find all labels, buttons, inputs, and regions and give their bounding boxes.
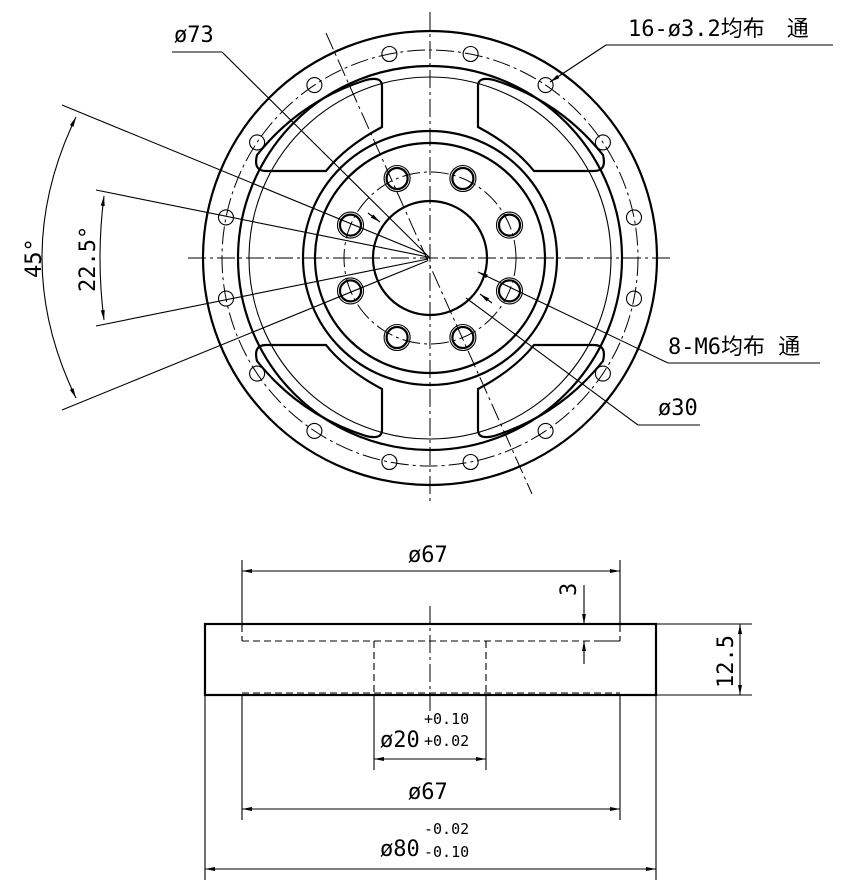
- thickness-label: 12.5: [714, 635, 739, 688]
- m6-hole-thread: [336, 277, 365, 305]
- m6-hole: [497, 279, 522, 303]
- spoke-window-top-right: [476, 77, 606, 173]
- outer-hole: [537, 77, 554, 94]
- phi67-top-label: ø67: [408, 543, 448, 568]
- top-view: ø73 16-ø3.2均布 通 45° 22.5° 8-M6均布 通 ø30: [22, 12, 833, 505]
- phi30-label: ø30: [658, 396, 698, 421]
- outer-hole: [381, 453, 398, 471]
- phi73-label: ø73: [174, 23, 214, 48]
- m6-hole: [451, 325, 475, 350]
- outer-hole: [537, 422, 554, 439]
- phi67-bottom-label: ø67: [408, 780, 448, 805]
- m6-hole-thread: [383, 323, 411, 352]
- m6-hole: [385, 166, 409, 191]
- phi30-leader-line: [465, 297, 639, 426]
- m6-hole-thread: [383, 164, 411, 193]
- spoke-window-bottom-right: [476, 343, 606, 439]
- m6-leader-line: [477, 271, 669, 364]
- m6-hole: [385, 325, 409, 350]
- spoke-window-top-left: [254, 77, 384, 173]
- side-view: ø67 3 12.5 ø20 +0.10 +0.02 ø67 ø80 -0.02…: [203, 543, 752, 880]
- holes16-label: 16-ø3.2均布 通: [628, 17, 809, 42]
- m6-hole: [451, 166, 475, 191]
- depth3-label: 3: [557, 583, 582, 596]
- diagonal-center-line: [325, 32, 533, 495]
- phi80-tol-upper: -0.02: [424, 820, 469, 838]
- angle22-extension-upper: [95, 189, 429, 258]
- outer-hole: [306, 422, 323, 439]
- outer-hole: [594, 134, 611, 151]
- spoke-window-bottom-left: [254, 343, 384, 439]
- angle45-label: 45°: [22, 238, 47, 278]
- angle22-arc: [99, 195, 105, 321]
- m6-hole: [338, 279, 363, 303]
- m6-holes-8: [336, 164, 524, 352]
- outer-hole: [594, 365, 611, 382]
- outer-hole: [249, 365, 266, 382]
- outer-holes-16: [217, 45, 643, 471]
- phi30-arrow-lower: [479, 293, 493, 304]
- phi80-label: ø80: [380, 837, 420, 862]
- phi20-tol-lower: +0.02: [424, 732, 469, 750]
- outer-hole: [249, 134, 266, 151]
- m6-hole: [338, 213, 363, 237]
- angle45-extension-upper: [61, 104, 428, 256]
- phi20-tol-upper: +0.10: [424, 710, 469, 728]
- m6-hole-thread: [449, 164, 477, 193]
- outer-hole: [462, 453, 479, 471]
- outer-hole: [462, 45, 479, 63]
- phi20-label: ø20: [380, 728, 420, 753]
- angle22-extension-lower: [95, 258, 429, 327]
- outer-hole: [625, 209, 643, 226]
- m6-hole-thread: [495, 211, 524, 239]
- angle22-label: 22.5°: [76, 226, 101, 292]
- m6-hole-thread: [336, 211, 365, 239]
- phi80-tol-lower: -0.10: [424, 843, 469, 861]
- phi30-arrow-upper: [367, 212, 381, 223]
- angle45-extension-lower: [61, 260, 428, 411]
- outer-hole: [381, 45, 398, 63]
- phi73-leader-line: [221, 51, 431, 259]
- m6-label: 8-M6均布 通: [668, 335, 800, 360]
- angle45-arc: [41, 116, 77, 399]
- m6-hole: [497, 213, 522, 237]
- m6-hole-thread: [495, 277, 524, 305]
- m6-hole-thread: [449, 323, 477, 352]
- outer-hole: [625, 290, 643, 307]
- outer-hole: [306, 77, 323, 94]
- holes16-leader-line: [549, 44, 607, 83]
